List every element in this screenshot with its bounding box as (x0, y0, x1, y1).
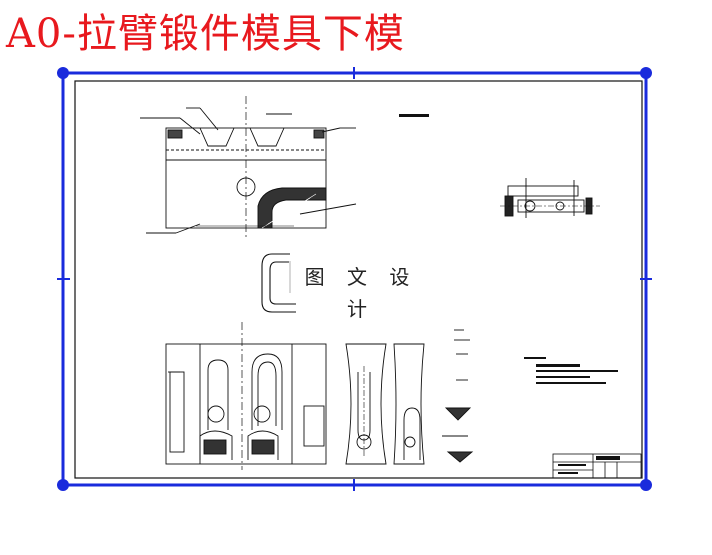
page-title: A0-拉臂锻件模具下模 (6, 11, 405, 57)
corner-handle-top-left[interactable] (57, 67, 69, 79)
technical-notes (524, 357, 618, 384)
rounded-detail-view (393, 343, 425, 465)
section-markers (442, 329, 474, 463)
hook-outline (261, 253, 296, 313)
slim-detail-view (345, 343, 387, 465)
watermark-label: 图 文 设 计 (289, 261, 431, 321)
section-callout (399, 114, 429, 117)
corner-handle-top-right[interactable] (640, 67, 652, 79)
corner-handle-bottom-left[interactable] (57, 479, 69, 491)
title-block (552, 453, 642, 479)
die-plan-view (165, 322, 327, 470)
small-assembly-view (500, 178, 600, 218)
corner-handle-bottom-right[interactable] (640, 479, 652, 491)
die-section-view (140, 96, 357, 240)
